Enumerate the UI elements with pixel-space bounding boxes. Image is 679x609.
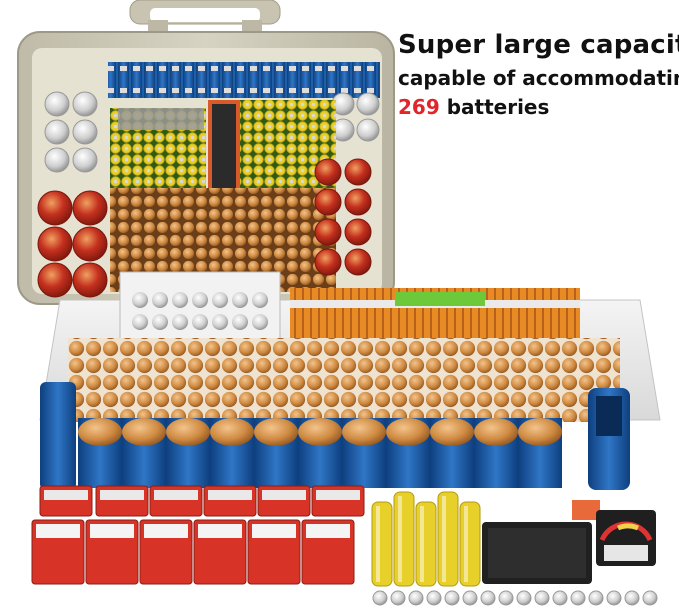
headline-subtitle: capable of accommodating [398,66,679,90]
battery-case [17,0,395,305]
headline-count-line: 269 batteries [398,95,549,119]
white-cells [44,91,380,173]
lithium-cells [371,491,481,587]
battery-tray [39,271,661,422]
battery-count-suffix: batteries [439,95,550,119]
battery-count: 269 [398,95,440,119]
d-cell-row [40,382,630,490]
coin-cells [372,590,658,606]
battery-tester-icon [482,500,656,584]
nine-volt-batteries [31,485,365,585]
headline-title: Super large capacity [398,30,679,60]
d-cells-in-case [37,158,372,298]
